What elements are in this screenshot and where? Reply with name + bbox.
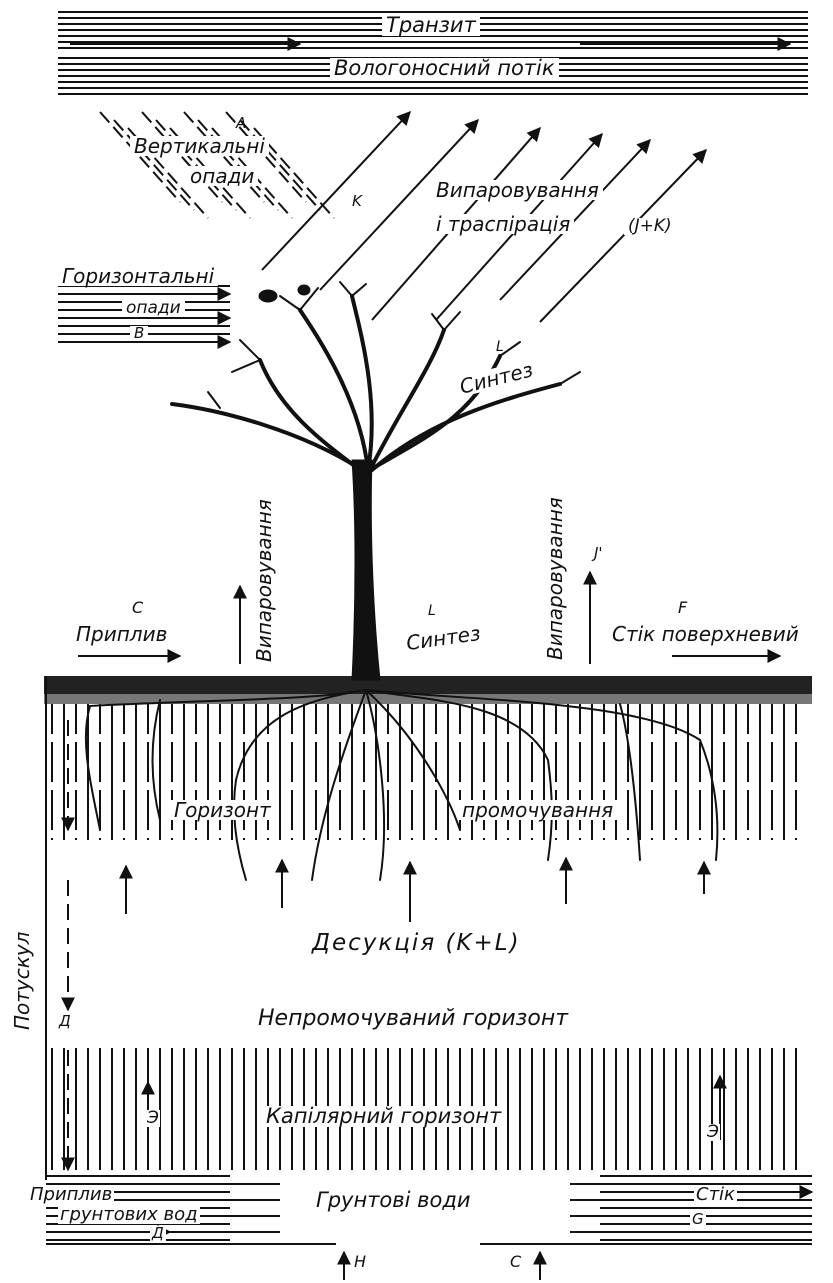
evaporation-right-label: Випаровування — [545, 497, 565, 660]
groundwater-inflow-line2: грунтових вод — [58, 1206, 200, 1224]
transit-label: Транзит — [382, 15, 480, 36]
groundwater-inflow-letter: Д — [150, 1226, 166, 1241]
vertical-precip-line1: Вертикальні — [130, 136, 269, 156]
horizontal-precip-letter: B — [130, 326, 148, 341]
downflow-letter: Д — [58, 1014, 72, 1029]
tree — [172, 282, 580, 680]
vertical-precip-letter: A — [236, 116, 246, 131]
c-letter: C — [510, 1254, 521, 1270]
surface-runoff-label: Стік поверхневий — [612, 624, 799, 644]
ground-synthesis-letter: L — [428, 604, 436, 618]
ground-band — [44, 676, 812, 694]
downflow-label: Потускул — [12, 932, 32, 1030]
evap-letter-k: K — [352, 194, 362, 209]
tree-branch — [260, 360, 360, 470]
j-letter: J' — [594, 546, 603, 561]
groundwater-inflow-line1: Приплив — [28, 1186, 114, 1204]
wetting-horizon-right: промочування — [458, 800, 617, 820]
evaporation-left-label: Випаровування — [254, 499, 274, 662]
tree-twig — [340, 282, 352, 296]
h-letter: H — [354, 1254, 366, 1270]
evapotranspiration-line1: Випаровування — [432, 180, 603, 200]
capillary-letter-right: Э — [706, 1124, 720, 1141]
evapotranspiration-formula: (J+K) — [624, 218, 676, 235]
desuction-label: Десукція (K+L) — [312, 932, 521, 955]
tree-twig — [352, 284, 366, 296]
evap-arrow — [320, 120, 478, 290]
tree-twig — [560, 372, 580, 384]
leaf — [259, 290, 277, 302]
inflow-label: Приплив — [76, 624, 167, 644]
tree-twig — [240, 340, 260, 360]
groundwater-runoff-label: Стік — [694, 1186, 737, 1204]
tree-branch — [172, 404, 362, 470]
leaf — [298, 285, 310, 295]
horizontal-precip-line1: Горизонтальні — [58, 266, 218, 286]
tree-twig — [280, 296, 300, 310]
evap-arrow — [262, 112, 410, 270]
capillary-horizon-label: Капілярний горизонт — [262, 1106, 505, 1127]
root — [153, 700, 161, 820]
groundwater-label: Грунтові води — [312, 1190, 475, 1211]
root-system — [86, 690, 718, 880]
inflow-letter: C — [132, 600, 143, 616]
wetting-horizon-left: Горизонт — [170, 800, 275, 820]
crown-synthesis-letter: L — [496, 340, 504, 354]
moisture-flow-label: Вологоносний потік — [330, 58, 559, 79]
root — [366, 690, 552, 860]
evapotranspiration-line2: і траспірація — [432, 214, 574, 234]
capillary-letter-left: Э — [146, 1110, 160, 1127]
groundwater-runoff-letter: G — [690, 1212, 706, 1227]
surface-runoff-letter: F — [678, 600, 687, 616]
tree-twig — [444, 312, 460, 330]
tree-twig — [208, 392, 220, 408]
root — [620, 704, 640, 860]
tree-trunk — [352, 460, 380, 680]
tree-branch — [300, 310, 368, 470]
horizontal-precip-line2: опади — [122, 300, 185, 317]
tree-twig — [232, 360, 260, 372]
vertical-precip-line2: опади — [186, 166, 258, 186]
dry-horizon-label: Непромочуваний горизонт — [258, 1008, 568, 1030]
